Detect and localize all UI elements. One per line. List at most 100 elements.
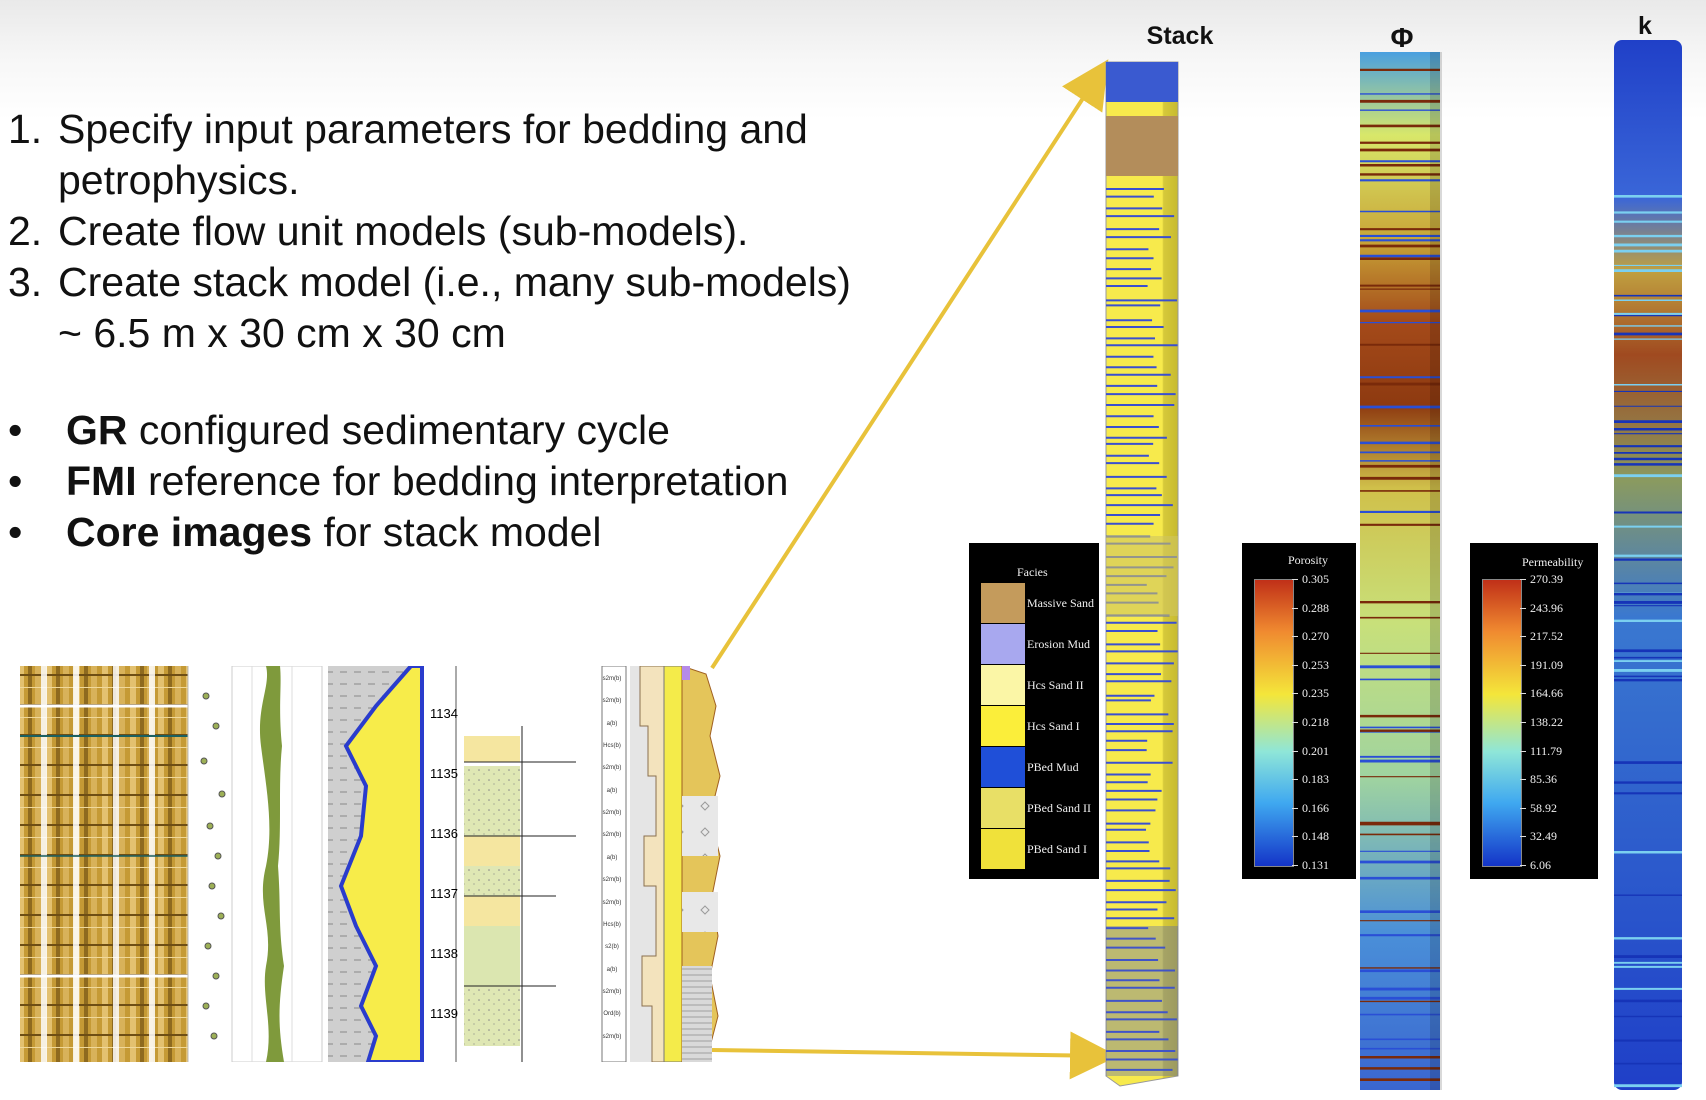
permeability-tick-label: 270.39 (1530, 572, 1563, 586)
core-code-label: s2m(b) (602, 676, 622, 682)
core-code-label: Hcs(b) (603, 921, 621, 928)
permeability-tick-label: 85.36 (1530, 772, 1557, 787)
step-number: 1. (8, 106, 43, 152)
porosity-tick-label: 0.183 (1302, 772, 1329, 787)
permeability-tick-mark (1520, 607, 1526, 609)
core-code-label: s2m(b) (602, 832, 622, 839)
step-number: 2. (8, 208, 43, 254)
svg-text:1139: 1139 (430, 1006, 458, 1021)
permeability-tick-label: 32.49 (1530, 829, 1557, 844)
bullet-text: reference for bedding interpretation (136, 458, 789, 504)
bullet-fmi: • FMI reference for bedding interpretati… (8, 456, 938, 507)
permeability-legend-title: Permeability (1522, 555, 1584, 569)
step-text-continued: ~ 6.5 m x 30 cm x 30 cm (58, 310, 506, 356)
permeability-tick-label: 138.22 (1530, 715, 1563, 729)
core-code-label: s2m(b) (602, 877, 622, 884)
svg-text:1134: 1134 (430, 706, 458, 721)
permeability-tick-label: 217.52 (1530, 629, 1563, 644)
porosity-model-column (1360, 52, 1442, 1090)
permeability-tick-mark (1520, 865, 1526, 866)
svg-text:1136: 1136 (430, 826, 458, 841)
facies-swatch (981, 747, 1025, 787)
step-number: 3. (8, 259, 43, 305)
porosity-tick-mark (1292, 693, 1298, 695)
stack-title: Stack (1146, 22, 1214, 50)
porosity-tick-label: 0.270 (1302, 629, 1329, 644)
bullet-text: configured sedimentary cycle (127, 407, 670, 453)
well-log-panel: 1134 1135 1136 1137 1138 1139 (20, 666, 721, 1062)
porosity-tick-mark (1292, 807, 1298, 809)
porosity-tick-mark (1292, 865, 1298, 866)
k-title: k (1638, 12, 1652, 40)
facies-swatch (981, 788, 1025, 828)
permeability-tick-label: 191.09 (1530, 657, 1563, 672)
permeability-tick-mark (1520, 636, 1526, 638)
facies-swatch (981, 829, 1025, 869)
bullet-dot: • (8, 407, 23, 453)
permeability-tick-mark (1520, 579, 1526, 580)
permeability-tick-mark (1520, 664, 1526, 666)
facies-legend-title: Facies (1017, 565, 1048, 579)
porosity-tick-label: 0.218 (1302, 715, 1329, 729)
fmi-image (20, 666, 188, 1062)
bullet-bold: FMI (66, 458, 137, 504)
step-text: Create flow unit models (sub-models). (58, 208, 749, 254)
bullet-core: • Core images for stack model (8, 507, 938, 558)
facies-label: PBed Mud (1027, 760, 1079, 774)
permeability-tick-mark (1520, 693, 1526, 695)
step-text: Create stack model (i.e., many sub-model… (58, 259, 851, 305)
gr-curve (259, 666, 284, 1062)
porosity-tick-mark (1292, 579, 1298, 580)
core-code-label: a(b) (606, 787, 618, 794)
porosity-tick-mark (1292, 664, 1298, 666)
permeability-tick-label: 243.96 (1530, 600, 1563, 615)
porosity-tick-mark (1292, 636, 1298, 638)
core-code-label: a(b) (606, 966, 618, 973)
porosity-tick-mark (1292, 750, 1298, 752)
arrow-bottom (711, 1031, 1118, 1080)
core-code-label: s2m(b) (602, 988, 622, 995)
permeability-bed-lines (1614, 195, 1682, 1088)
facies-swatch (981, 665, 1025, 705)
dip-tadpoles (187, 666, 226, 1062)
facies-label: Massive Sand (1027, 596, 1094, 610)
permeability-tick-mark (1520, 722, 1526, 723)
core-code-label: s2m(b) (602, 899, 622, 906)
permeability-tick-mark (1520, 836, 1526, 838)
permeability-tick-mark (1520, 807, 1526, 809)
svg-text:1137: 1137 (430, 886, 458, 901)
porosity-tick-mark (1292, 836, 1298, 838)
permeability-tick-mark (1520, 750, 1526, 752)
core-code-label: s2(b) (605, 944, 619, 951)
bullet-dot: • (8, 458, 23, 504)
porosity-tick-mark (1292, 779, 1298, 781)
svg-text:1138: 1138 (430, 946, 458, 961)
phi-title: Φ (1390, 22, 1414, 53)
porosity-tick-label: 0.166 (1302, 800, 1329, 815)
core-code-label: s2m(b) (602, 810, 622, 817)
core-code-label: s2m(b) (602, 1033, 622, 1040)
porosity-tick-label: 0.201 (1302, 743, 1329, 758)
bullet-text: for stack model (312, 509, 602, 555)
bullet-dot: • (8, 509, 23, 555)
step-2: 2. Create flow unit models (sub-models). (8, 206, 938, 257)
depth-axis: 1134 1135 1136 1137 1138 1139 (430, 706, 458, 1021)
svg-text:1135: 1135 (430, 766, 458, 781)
porosity-tick-mark (1292, 722, 1298, 723)
core-code-track: s2m(b) s2m(b) a(b) Hcs(b) s2m(b) a(b) s2m(b) s2… (602, 670, 626, 1062)
core-code-label: s2m(b) (602, 698, 622, 705)
stack-model-column (1105, 61, 1179, 1087)
core-code-label: a(b) (606, 720, 618, 727)
core-code-label: Hcs(b) (603, 743, 621, 750)
porosity-tick-label: 0.253 (1302, 657, 1329, 672)
core-code-label: a(b) (606, 854, 618, 861)
permeability-tick-mark (1520, 779, 1526, 781)
facies-label: PBed Sand I (1027, 842, 1087, 856)
bullet-bold: GR (66, 407, 128, 453)
facies-swatch (981, 583, 1025, 623)
porosity-tick-label: 0.305 (1302, 572, 1329, 586)
facies-swatch (981, 706, 1025, 746)
